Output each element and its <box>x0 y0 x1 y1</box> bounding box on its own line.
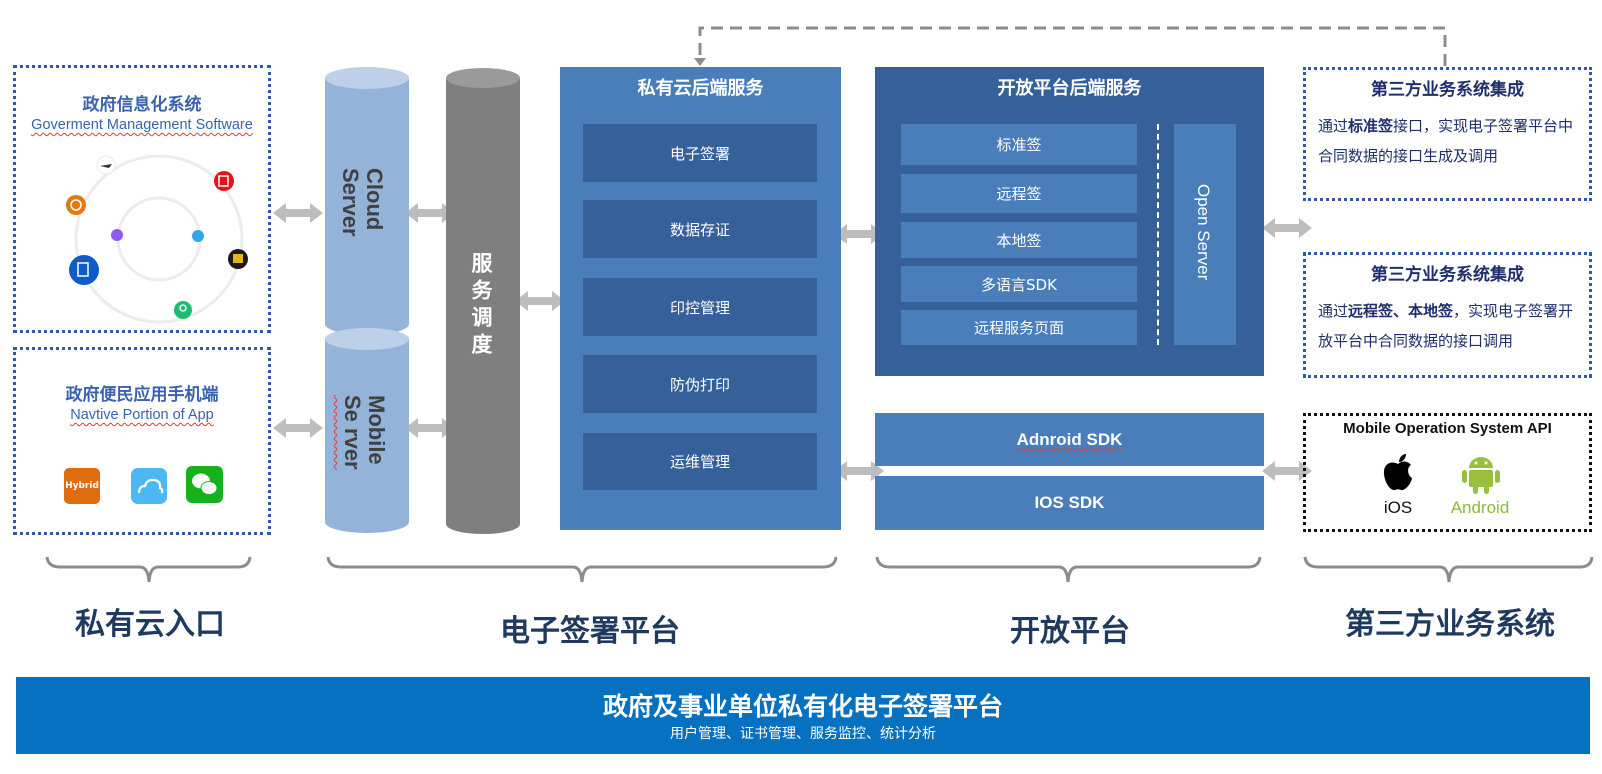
apple-icon <box>1383 454 1412 491</box>
plane-icon <box>96 155 116 175</box>
file-icon <box>111 229 123 241</box>
brace-third-party <box>1303 556 1594 583</box>
open-server-label: Open Server <box>1194 184 1213 281</box>
hybrid-app-icon[interactable]: Hybrid <box>64 468 100 504</box>
gov-system-orbit-graphic <box>66 154 248 324</box>
gov-system-box: 政府信息化系统 Goverment Management Software <box>13 65 271 333</box>
open-item-multilang-sdk[interactable]: 多语言SDK <box>901 266 1137 302</box>
private-item-anti-fake-print[interactable]: 防伪打印 <box>583 355 817 413</box>
private-item-ops[interactable]: 运维管理 <box>583 433 817 490</box>
user-document-icon <box>69 255 99 285</box>
open-platform-title: 开放平台后端服务 <box>997 78 1142 99</box>
android-label: Android <box>1450 498 1510 517</box>
platform-banner: 政府及事业单位私有化电子签署平台 用户管理、证书管理、服务监控、统计分析 <box>16 677 1590 754</box>
banner-subtitle: 用户管理、证书管理、服务监控、统计分析 <box>670 726 936 742</box>
gov-system-title: 政府信息化系统 <box>82 95 202 115</box>
banner-title: 政府及事业单位私有化电子签署平台 <box>602 692 1003 721</box>
wechat-icon[interactable] <box>186 466 223 503</box>
group-label-third-party: 第三方业务系统 <box>1345 607 1555 642</box>
mobile-app-subtitle: Navtive Portion of App <box>70 407 214 423</box>
divider <box>1157 124 1159 345</box>
android-sdk-box[interactable]: Adnroid SDK <box>875 413 1264 466</box>
mobile-os-api-box: Mobile Operation System API iOS Android <box>1303 413 1592 532</box>
private-item-data-evidence[interactable]: 数据存证 <box>583 200 817 258</box>
mobile-server-label-line1: Mobile <box>364 395 389 465</box>
open-server-box[interactable]: Open Server <box>1174 124 1236 345</box>
group-label-private-entry: 私有云入口 <box>75 607 225 642</box>
brace-layer <box>45 556 1594 583</box>
private-cloud-title: 私有云后端服务 <box>637 78 764 99</box>
ios-sdk-box[interactable]: IOS SDK <box>875 476 1264 530</box>
third-party-box-2-title: 第三方业务系统集成 <box>1371 265 1524 285</box>
private-cloud-panel: 私有云后端服务 电子签署 数据存证 印控管理 防伪打印 运维管理 <box>560 67 841 530</box>
ios-label: iOS <box>1383 498 1413 517</box>
open-item-local-sign[interactable]: 本地签 <box>901 222 1137 258</box>
cloud-server-cylinder <box>325 67 409 335</box>
third-party-box-1: 第三方业务系统集成 通过标准签接口，实现电子签署平台中合同数据的接口生成及调用 <box>1303 67 1592 201</box>
mobile-app-box: 政府便民应用手机端 Navtive Portion of App Hybrid <box>13 347 271 535</box>
group-icon <box>174 301 192 319</box>
brace-private-entry <box>45 556 252 583</box>
people-icon <box>228 249 248 269</box>
clock-icon <box>66 195 86 215</box>
third-party-box-1-title: 第三方业务系统集成 <box>1371 80 1524 100</box>
open-item-remote-sign[interactable]: 远程签 <box>901 174 1137 213</box>
service-dispatch-label: 服务调度 <box>469 252 493 360</box>
brace-esign-platform <box>326 556 838 583</box>
handshake-icon <box>192 230 204 242</box>
mobile-server-cylinder <box>325 328 409 533</box>
mobile-server-label-line2: Se rver <box>340 395 365 470</box>
group-label-open-platform: 开放平台 <box>1010 614 1130 649</box>
third-party-box-2-text: 通过远程签、本地签，实现电子签署开放平台中合同数据的接口调用 <box>1318 302 1574 350</box>
open-item-remote-page[interactable]: 远程服务页面 <box>901 310 1137 345</box>
service-dispatch-cylinder <box>446 68 520 534</box>
private-item-e-sign[interactable]: 电子签署 <box>583 124 817 182</box>
mobile-app-title: 政府便民应用手机端 <box>65 385 219 405</box>
gov-system-subtitle: Goverment Management Software <box>31 117 253 133</box>
third-party-box-2: 第三方业务系统集成 通过远程签、本地签，实现电子签署开放平台中合同数据的接口调用 <box>1303 252 1592 378</box>
third-party-box-1-text: 通过标准签接口，实现电子签署平台中合同数据的接口生成及调用 <box>1318 117 1574 165</box>
cloud-server-label: Cloud Server <box>338 168 387 237</box>
android-icon <box>1462 457 1500 494</box>
open-platform-panel: 开放平台后端服务 标准签 远程签 本地签 多语言SDK 远程服务页面 Open … <box>875 67 1264 376</box>
private-item-seal-control[interactable]: 印控管理 <box>583 278 817 336</box>
mobile-os-api-title: Mobile Operation System API <box>1343 420 1552 437</box>
brace-open-platform <box>875 556 1262 583</box>
edit-document-icon <box>214 171 234 191</box>
open-item-standard-sign[interactable]: 标准签 <box>901 124 1137 165</box>
group-label-esign-platform: 电子签署平台 <box>500 614 680 649</box>
cloud-app-icon[interactable] <box>131 468 167 504</box>
